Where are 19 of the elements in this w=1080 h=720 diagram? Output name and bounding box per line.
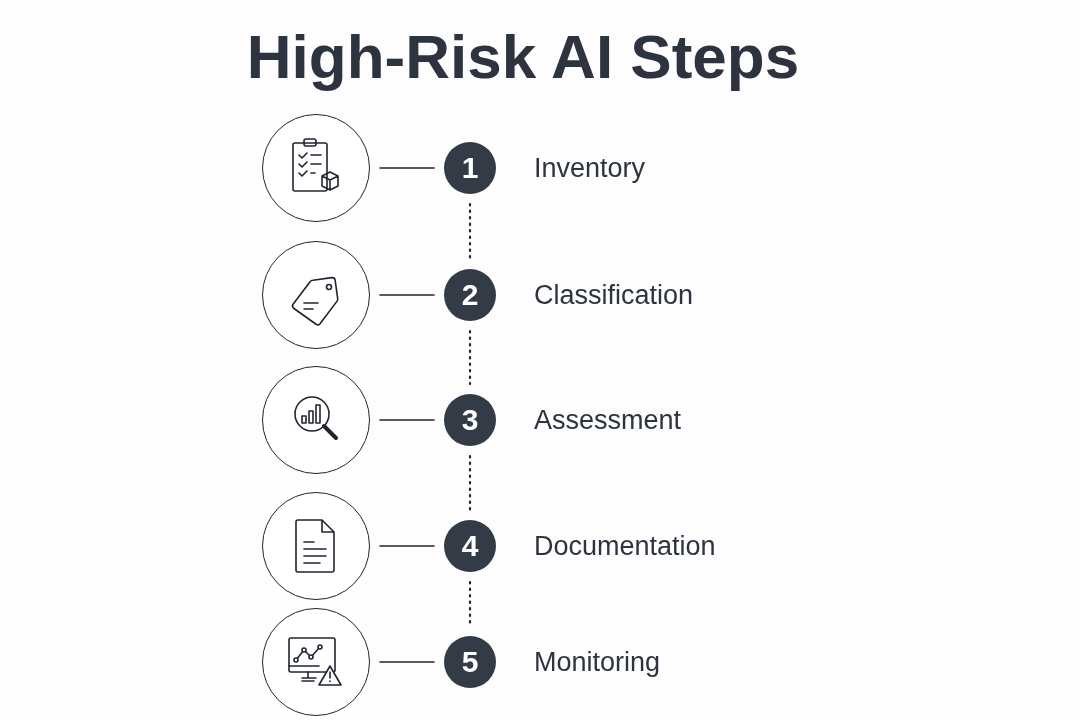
connector-line	[379, 661, 435, 663]
step-label: Documentation	[534, 530, 716, 562]
title: High-Risk AI Steps	[245, 21, 801, 93]
dotted-connector	[468, 202, 472, 261]
step-label: Inventory	[534, 152, 646, 184]
step-number-badge: 4	[444, 520, 496, 572]
connector-line	[379, 545, 435, 547]
connector-line	[379, 167, 435, 169]
step-label: Classification	[534, 279, 694, 311]
step-number-badge: 2	[444, 269, 496, 321]
step-number-badge: 1	[444, 142, 496, 194]
step-number-badge: 3	[444, 394, 496, 446]
step-number-badge: 5	[444, 636, 496, 688]
step-label: Monitoring	[534, 646, 661, 678]
connector-line	[379, 419, 435, 421]
step-label: Assessment	[534, 404, 682, 436]
connector-line	[379, 294, 435, 296]
dotted-connector	[468, 329, 472, 386]
dotted-connector	[468, 454, 472, 512]
